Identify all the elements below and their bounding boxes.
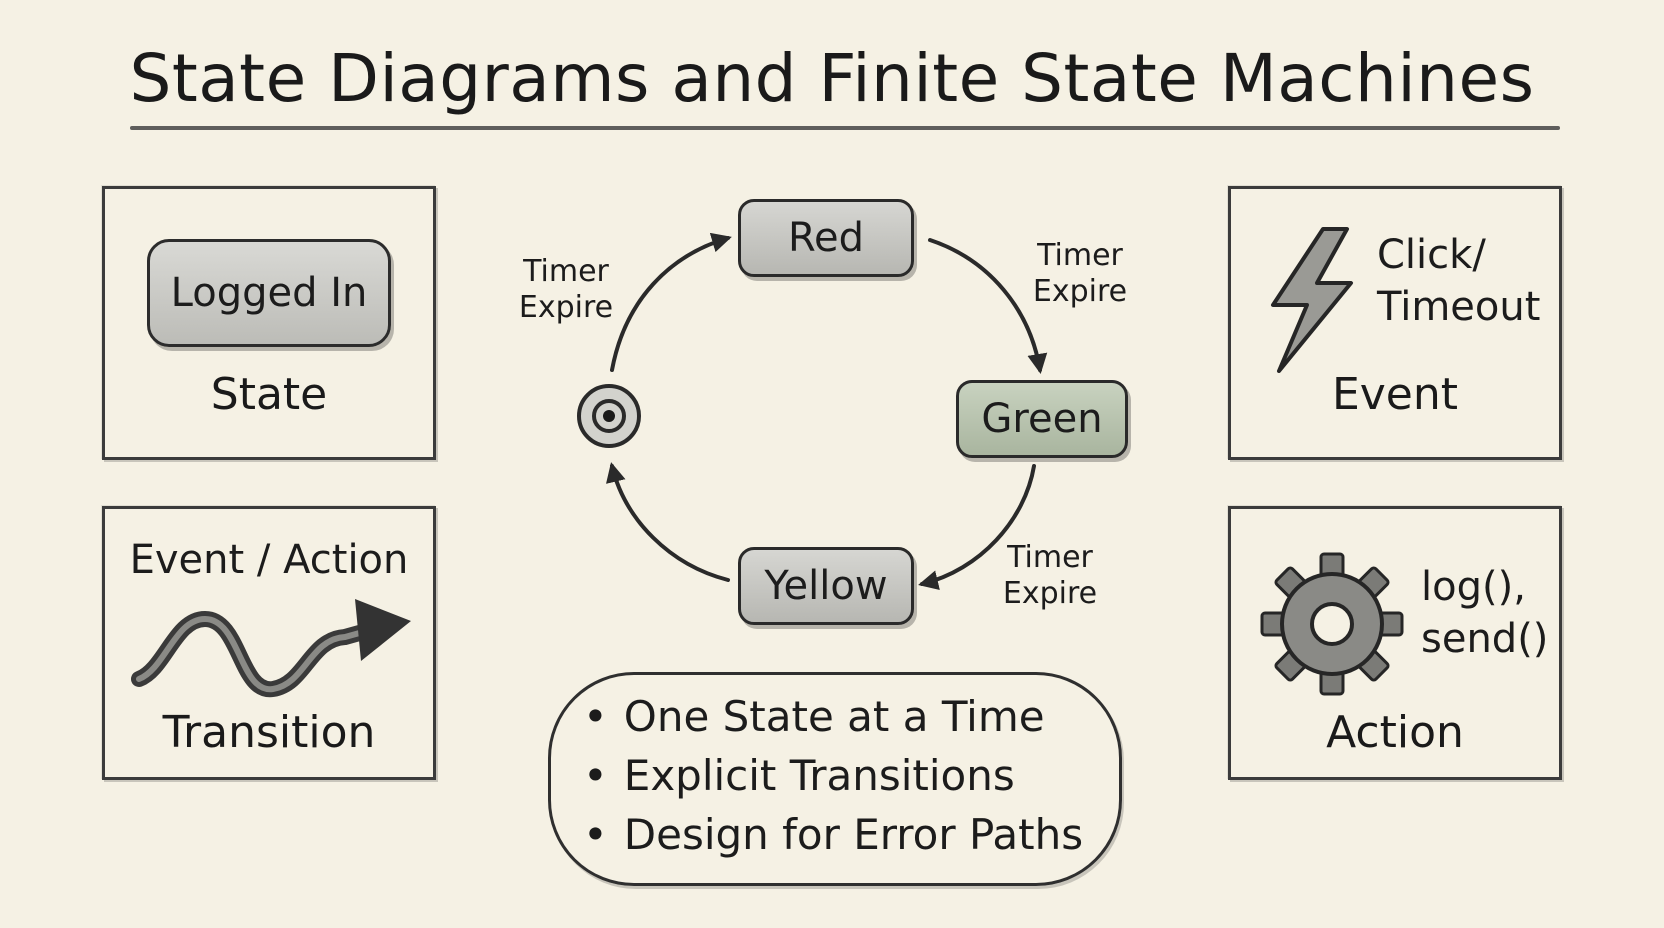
summary-bullet: Explicit Transitions [583,746,1119,805]
transition-label-red-green: Timer Expire [1028,238,1132,310]
transition-label-line: Timer [1037,238,1123,273]
action-caption: Action [1326,707,1464,758]
event-line-2: Timeout [1377,284,1541,330]
state-panel: Logged In State [102,186,436,460]
title-underline [130,126,1560,130]
event-caption: Event [1331,369,1459,420]
transition-label-line: Expire [1032,274,1128,309]
transition-label-green-yellow: Timer Expire [998,540,1102,612]
arrow-yellow-to-initial [606,462,730,582]
event-text: Click/ Timeout [1377,229,1540,333]
event-panel: Click/ Timeout Event [1228,186,1562,460]
event-line-1: Click/ [1377,232,1486,278]
example-state-pill: Logged In [147,239,391,347]
transition-caption: Transition [162,707,376,758]
gear-icon [1260,552,1404,696]
transition-panel: Event / Action Transition [102,506,436,780]
action-panel: log(), send() Action [1228,506,1562,780]
summary-box: One State at a Time Explicit Transitions… [548,672,1122,886]
state-node-green: Green [956,380,1128,458]
event-action-label: Event / Action [129,537,409,583]
transition-label-initial-red: Timer Expire [514,254,618,326]
wavy-arrow-icon [131,599,411,698]
action-line-1: log(), [1421,564,1526,610]
lightning-bolt-icon [1271,227,1353,373]
state-node-yellow: Yellow [738,547,914,625]
summary-list: One State at a Time Explicit Transitions… [551,675,1119,864]
transition-label-line: Expire [518,290,614,325]
arrow-red-to-green [928,238,1048,374]
summary-bullet: Design for Error Paths [583,805,1119,864]
action-line-2: send() [1421,616,1549,662]
transition-label-line: Timer [523,254,609,289]
summary-bullet: One State at a Time [583,687,1119,746]
transition-label-line: Timer [1007,540,1093,575]
action-text: log(), send() [1421,561,1548,665]
arrow-initial-to-red [610,232,732,372]
state-node-red: Red [738,199,914,277]
initial-state-icon [577,384,641,448]
transition-label-line: Expire [1002,576,1098,611]
state-caption: State [210,369,328,420]
page-title: State Diagrams and Finite State Machines [129,40,1535,117]
